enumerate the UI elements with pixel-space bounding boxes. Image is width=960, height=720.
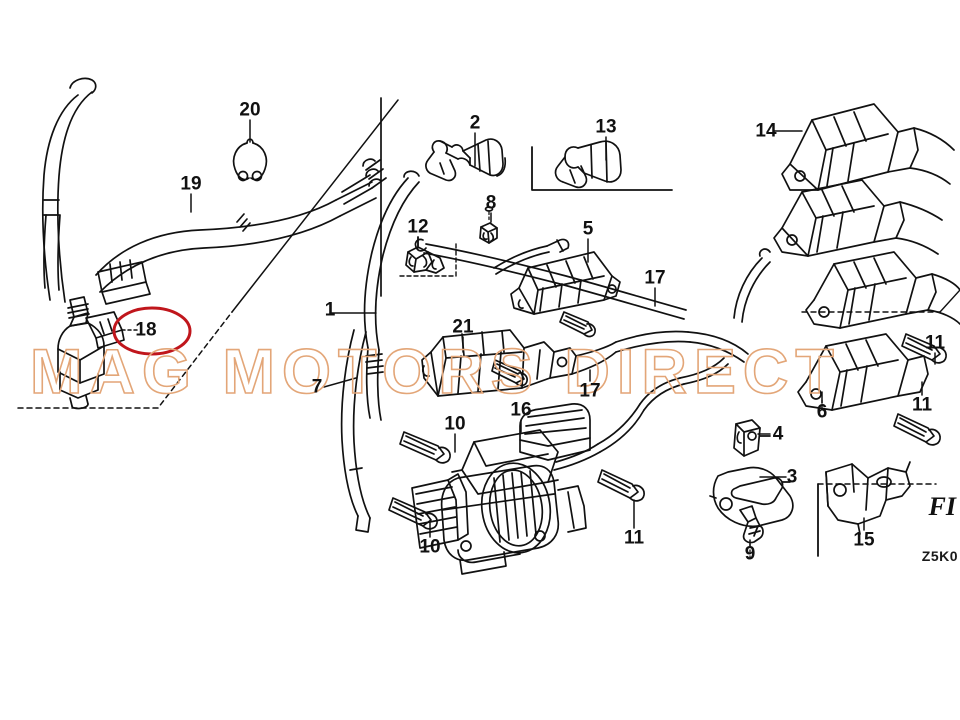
callout-number-4: 4 <box>772 423 784 445</box>
callout-number-8: 8 <box>485 192 497 214</box>
callout-number-14: 14 <box>755 120 777 142</box>
callout-number-11: 11 <box>623 527 645 549</box>
callout-number-12: 12 <box>407 216 429 238</box>
callout-number-11: 11 <box>924 332 946 354</box>
callout-number-2: 2 <box>469 112 481 134</box>
callout-number-9: 9 <box>744 543 756 565</box>
callout-number-20: 20 <box>239 99 261 121</box>
callout-number-10: 10 <box>444 413 466 435</box>
callout-number-10: 10 <box>419 536 441 558</box>
callout-number-18: 18 <box>135 319 157 341</box>
callout-number-1: 1 <box>324 299 336 321</box>
callout-number-17: 17 <box>644 267 666 289</box>
callout-number-16: 16 <box>510 399 532 421</box>
callout-number-3: 3 <box>786 466 798 488</box>
callout-number-17: 17 <box>579 380 601 402</box>
highlight-ellipse-18 <box>112 306 192 356</box>
callout-number-13: 13 <box>595 116 617 138</box>
callout-number-5: 5 <box>582 218 594 240</box>
callout-number-6: 6 <box>816 401 828 423</box>
callout-number-7: 7 <box>311 376 323 398</box>
part-code-label: Z5K0 <box>921 548 958 564</box>
callout-number-11: 11 <box>911 394 933 416</box>
callout-number-15: 15 <box>853 529 875 551</box>
fi-logo-label: FI <box>928 492 956 521</box>
callout-number-19: 19 <box>180 173 202 195</box>
callout-number-21: 21 <box>452 316 474 338</box>
